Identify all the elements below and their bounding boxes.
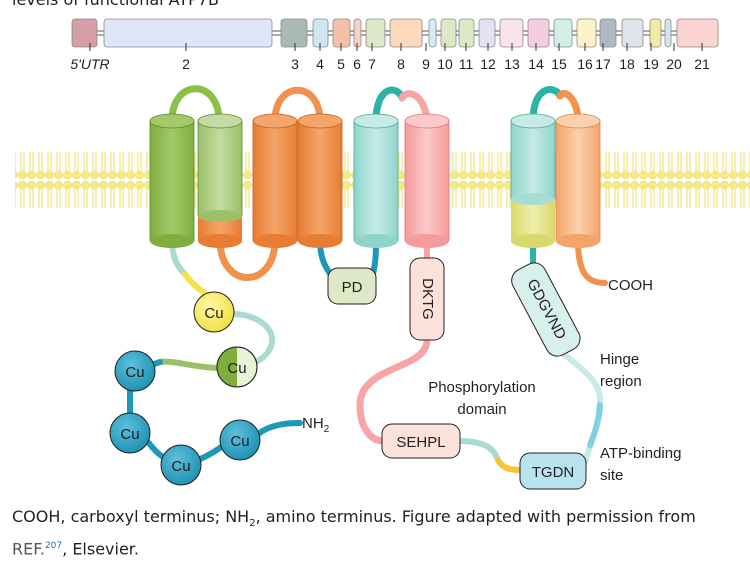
- phosphorylation-label-2: domain: [457, 401, 506, 418]
- exon-label: 11: [459, 56, 474, 72]
- svg-text:DKTG: DKTG: [419, 278, 436, 320]
- tm-helix-1: [149, 113, 195, 248]
- tm-helix-5: [353, 113, 399, 248]
- sehpl-motif: SEHPL: [381, 423, 461, 459]
- cu-site-5: Cu: [160, 444, 202, 486]
- exon-label: 9: [422, 56, 430, 72]
- exon-17-block: [599, 18, 617, 48]
- exon-label: 4: [316, 56, 324, 72]
- cu-site-1: Cu: [193, 291, 235, 333]
- svg-text:Cu: Cu: [120, 426, 139, 443]
- exon-label: 13: [504, 56, 520, 72]
- exon-5-block: [332, 18, 351, 48]
- svg-text:SEHPL: SEHPL: [396, 434, 445, 451]
- exon-10-block: [440, 18, 457, 48]
- exon-2-block: [103, 18, 273, 48]
- dktg-motif: DKTG: [409, 257, 445, 341]
- tm-helix-6: [404, 113, 450, 248]
- exon-16-block: [576, 18, 597, 48]
- exon-6-block: [353, 18, 362, 48]
- exon-9-block: [428, 18, 437, 48]
- exon-13-block: [499, 18, 524, 48]
- exon-4-block: [312, 18, 329, 48]
- exon-label: 7: [368, 56, 376, 72]
- exon-label: 10: [437, 56, 453, 72]
- exon-15-block: [553, 18, 573, 48]
- exon-19-block: [649, 18, 662, 48]
- svg-text:Cu: Cu: [125, 364, 144, 381]
- tm-helix-4: [297, 113, 343, 248]
- tm-helix-3: [252, 113, 298, 248]
- exon-18-block: [621, 18, 644, 48]
- pd-motif: PD: [327, 267, 377, 305]
- exon-label: 20: [666, 56, 682, 72]
- svg-text:Cu: Cu: [204, 305, 223, 322]
- exon-label: 6: [353, 56, 361, 72]
- exon-label: 14: [528, 56, 544, 72]
- svg-text:TGDN: TGDN: [532, 464, 575, 481]
- exon-label: 19: [643, 56, 659, 72]
- hinge-label-2: region: [600, 373, 642, 390]
- cu-site-4: Cu: [109, 412, 151, 454]
- nh2-label: NH2: [302, 415, 330, 435]
- exon-label: 18: [619, 56, 635, 72]
- gdgvnd-motif: GDGVND: [511, 262, 581, 357]
- exon-label: 15: [551, 56, 567, 72]
- cu-site-3: Cu: [114, 350, 156, 392]
- exon-21-block: [676, 18, 719, 48]
- exon-14-block: [527, 18, 550, 48]
- exon-label: 5: [337, 56, 345, 72]
- exon-8-block: [389, 18, 423, 48]
- figure-caption: COOH, carboxyl terminus; NH2, amino term…: [12, 507, 696, 559]
- tm-helix-7: [510, 113, 556, 248]
- exon-label: 16: [577, 56, 593, 72]
- svg-text:Cu: Cu: [230, 433, 249, 450]
- svg-text:Cu: Cu: [227, 360, 246, 377]
- exon-label: 2: [182, 56, 190, 72]
- phosphorylation-label-1: Phosphorylation: [428, 379, 536, 396]
- cooh-label: COOH: [608, 277, 653, 294]
- exon-1-block: [71, 18, 98, 48]
- exon-label: 12: [480, 56, 496, 72]
- atp-label-1: ATP-binding: [600, 445, 681, 462]
- cu-site-6: Cu: [219, 419, 261, 461]
- exon-label: 8: [397, 56, 405, 72]
- exon-label: 5'UTR: [70, 56, 109, 72]
- atp-label-2: site: [600, 467, 623, 484]
- reference-link[interactable]: REF.: [12, 539, 45, 559]
- hinge-label-1: Hinge: [600, 351, 639, 368]
- tm-helix-8: [555, 113, 601, 248]
- tm-helix-2: [197, 113, 243, 248]
- exon-11-block: [458, 18, 475, 48]
- top-truncated-text: levels of functional ATP7B: [12, 0, 219, 9]
- exon-20-block: [664, 18, 672, 48]
- cu-site-2: Cu: [216, 346, 258, 388]
- tgdn-motif: TGDN: [519, 452, 587, 490]
- exon-12-block: [478, 18, 496, 48]
- exon-label: 21: [694, 56, 710, 72]
- exon-label: 17: [595, 56, 611, 72]
- svg-text:PD: PD: [342, 279, 363, 296]
- exon-3-block: [280, 18, 308, 48]
- exon-7-block: [365, 18, 386, 48]
- exon-label: 3: [291, 56, 299, 72]
- svg-text:Cu: Cu: [171, 458, 190, 475]
